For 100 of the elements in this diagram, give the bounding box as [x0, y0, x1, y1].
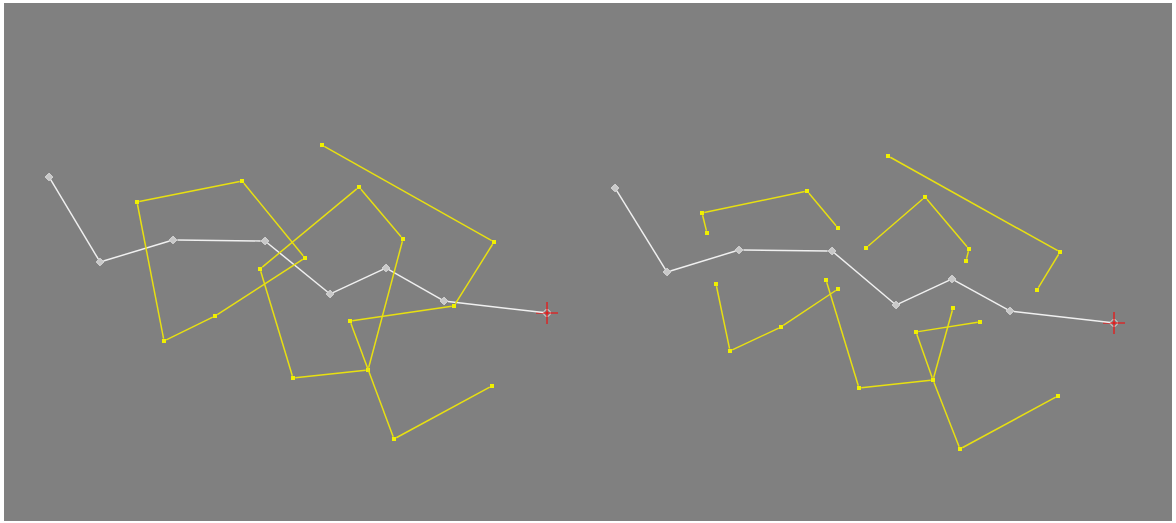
vertex-marker — [401, 237, 405, 241]
line-segment — [332, 268, 384, 294]
vertex-marker — [864, 246, 868, 250]
vertex-marker — [836, 226, 840, 230]
vertex-marker — [705, 231, 709, 235]
line-segment — [808, 192, 837, 227]
line-segment — [782, 289, 837, 327]
vertex-marker — [958, 447, 962, 451]
vertex-marker — [827, 246, 837, 256]
vertex-marker — [662, 267, 672, 277]
line-segment — [615, 189, 667, 270]
vertex-marker — [492, 240, 496, 244]
line-segment — [136, 203, 165, 340]
crosshair-marker — [1102, 311, 1126, 335]
line-segment — [165, 316, 214, 341]
vertex-marker — [714, 282, 718, 286]
line-segment — [360, 188, 402, 238]
line-segment — [102, 240, 171, 262]
line-segment — [323, 145, 493, 242]
line-segment — [388, 268, 442, 301]
vertex-marker — [931, 378, 935, 382]
vertex-marker — [914, 330, 918, 334]
vertex-marker — [610, 183, 620, 193]
line-segment — [860, 379, 932, 389]
line-segment — [49, 179, 100, 260]
vertex-marker — [1056, 394, 1060, 398]
line-segment — [889, 156, 1059, 252]
vertex-marker — [325, 289, 335, 299]
line-segment — [954, 279, 1008, 311]
vertex-marker — [168, 235, 178, 245]
vertex-marker — [886, 154, 890, 158]
vertex-marker — [240, 179, 244, 183]
vertex-marker — [734, 245, 744, 255]
vertex-marker — [964, 259, 968, 263]
vertex-marker — [824, 278, 828, 282]
vertex-marker — [452, 304, 456, 308]
vertex-marker — [135, 200, 139, 204]
line-segment — [833, 252, 895, 304]
vertex-marker — [291, 376, 295, 380]
vertex-marker — [392, 437, 396, 441]
vertex-marker — [381, 263, 391, 273]
line-segment — [1013, 310, 1112, 324]
vertex-marker — [836, 287, 840, 291]
vertex-marker — [439, 296, 449, 306]
vertex-marker — [258, 267, 262, 271]
vertex-marker — [1058, 250, 1062, 254]
vertex-marker — [1035, 288, 1039, 292]
vertex-marker — [947, 274, 957, 284]
vertex-marker — [357, 185, 361, 189]
line-segment — [447, 300, 545, 314]
line-segment — [898, 279, 950, 305]
line-segment — [926, 198, 968, 248]
line-segment — [351, 305, 453, 322]
vertex-marker — [1005, 306, 1015, 316]
line-segment — [867, 198, 924, 247]
vertex-marker — [320, 143, 324, 147]
line-segment — [932, 309, 954, 379]
vertex-marker — [728, 349, 732, 353]
vertex-marker — [44, 172, 54, 182]
vertex-marker — [857, 386, 861, 390]
line-segment — [701, 214, 708, 232]
line-segment — [216, 258, 304, 316]
line-segment — [243, 182, 304, 257]
line-segment — [294, 369, 367, 379]
line-segment — [916, 333, 933, 379]
vertex-marker — [978, 320, 982, 324]
line-segment — [454, 243, 494, 305]
line-segment — [961, 396, 1057, 449]
vertex-marker — [967, 247, 971, 251]
line-segment — [715, 285, 731, 350]
vertex-marker — [303, 256, 307, 260]
crosshair-marker — [535, 301, 559, 325]
vertex-marker — [366, 368, 370, 372]
line-segment — [266, 242, 329, 293]
vertex-marker — [213, 314, 217, 318]
line-segment — [917, 321, 979, 333]
line-segment — [742, 249, 829, 252]
line-segment — [259, 270, 294, 377]
vertex-marker — [260, 236, 270, 246]
line-segment — [138, 180, 241, 203]
line-segment — [731, 327, 780, 351]
line-segment — [395, 386, 491, 439]
line-segment — [933, 381, 960, 448]
vertex-marker — [779, 325, 783, 329]
vertex-marker — [162, 339, 166, 343]
vertex-marker — [700, 211, 704, 215]
line-segment — [965, 250, 970, 260]
line-segment — [350, 322, 394, 438]
line-segment — [703, 190, 806, 214]
vertex-marker — [951, 306, 955, 310]
vertex-marker — [95, 257, 105, 267]
line-segment — [176, 239, 262, 242]
vertex-marker — [891, 300, 901, 310]
line-segment — [669, 250, 737, 272]
vertex-marker — [348, 319, 352, 323]
line-segment — [1037, 253, 1060, 289]
vertex-marker — [490, 384, 494, 388]
vertex-marker — [805, 189, 809, 193]
vertex-marker — [923, 195, 927, 199]
line-segment — [261, 188, 358, 268]
